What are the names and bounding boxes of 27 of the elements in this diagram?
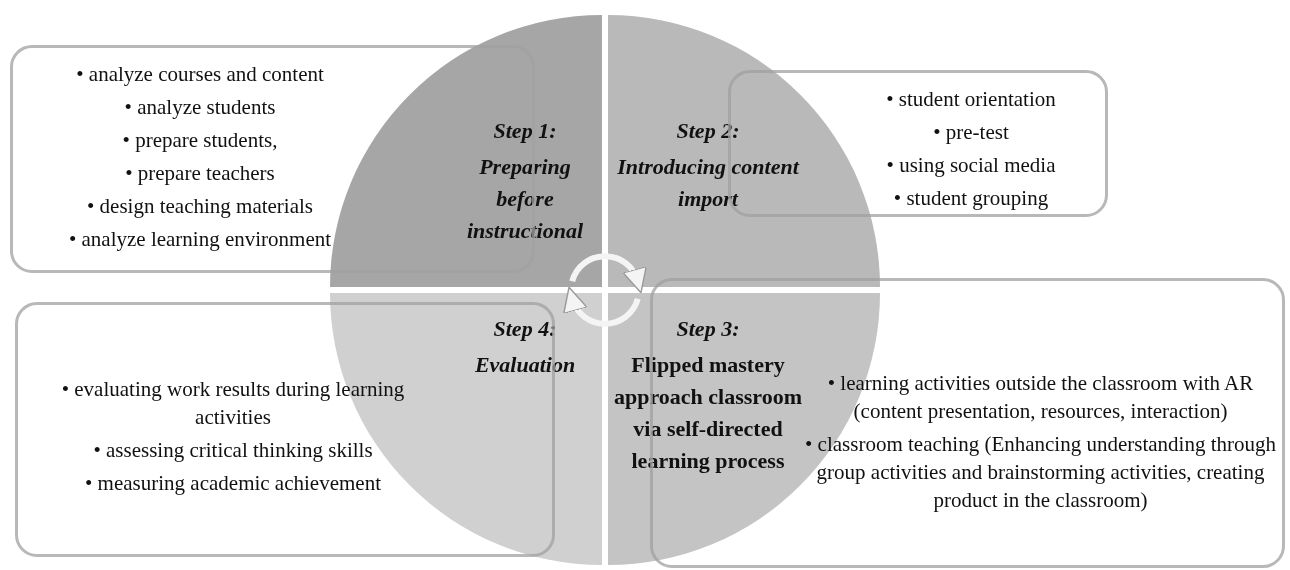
bullet-text: • analyze courses and content xyxy=(75,61,325,88)
step-number: Step 1: xyxy=(492,117,558,145)
cycle-arrow xyxy=(564,286,641,327)
bullet-text: • student orientation xyxy=(885,86,1057,113)
bullet-text: • learning activities outside the classroom with AR (content presentation, resources, interaction) xyxy=(826,370,1255,425)
bullet-text: • prepare students, xyxy=(121,127,279,154)
step-number: Step 4: xyxy=(492,315,558,343)
step-number: Step 2: xyxy=(675,117,741,145)
quadrant-segment xyxy=(608,15,880,287)
bullet-text: • classroom teaching (Enhancing understanding through group activities and brainstorming activities, creating product in the classroom) xyxy=(804,431,1277,514)
bullet-text: • pre-test xyxy=(932,119,1010,146)
bullet-text: • prepare teachers xyxy=(124,160,276,187)
bullet-text: • measuring academic achievement xyxy=(84,470,382,497)
step-title: Introducing content import xyxy=(616,153,801,213)
bullet-text: • student grouping xyxy=(892,185,1050,212)
bullet-text: • design teaching materials xyxy=(86,193,314,220)
step-title: Evaluation xyxy=(473,351,577,379)
step-title: Preparing before instructional xyxy=(465,153,585,245)
bullet-text: • using social media xyxy=(885,152,1057,179)
bullet-text: • assessing critical thinking skills xyxy=(92,437,374,464)
quadrant-segment xyxy=(330,15,602,287)
bullet-text: • analyze learning environment xyxy=(67,226,333,253)
bullet-text: • analyze students xyxy=(123,94,277,121)
step-title: Flipped mastery approach classroom via self-directed learning process xyxy=(613,351,803,475)
bullet-text: • evaluating work results during learning activities xyxy=(60,376,406,431)
step-number: Step 3: xyxy=(675,315,741,343)
cycle-arrow xyxy=(569,253,646,294)
